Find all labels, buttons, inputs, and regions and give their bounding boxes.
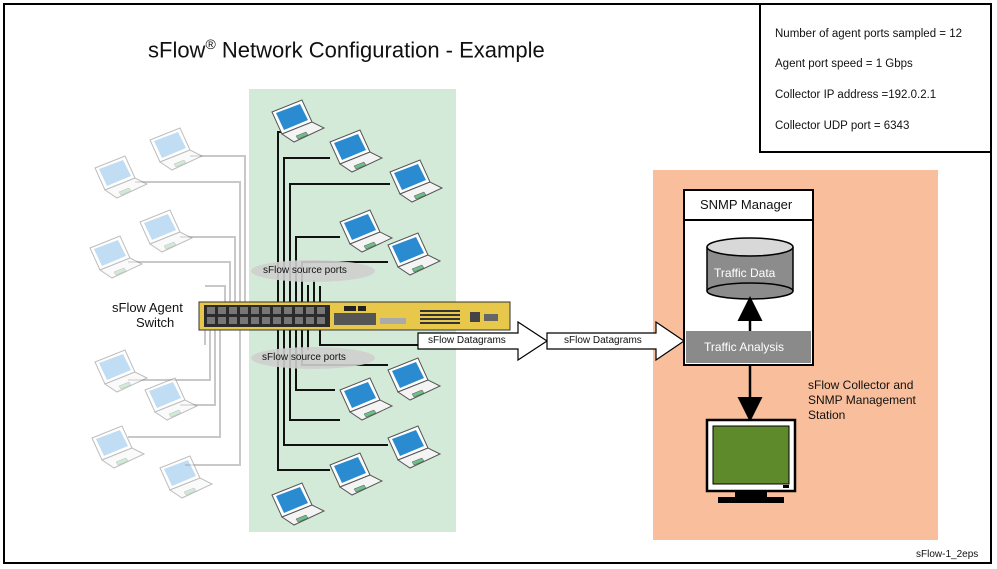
collector-label-3: Station — [808, 408, 846, 422]
monitor-icon — [705, 418, 797, 503]
agent-switch — [198, 301, 511, 331]
traffic-data-cylinder — [706, 237, 794, 300]
datagram-arrow-1 — [417, 320, 549, 362]
datagrams-label-1: sFlow Datagrams — [428, 335, 506, 346]
left-cables — [128, 155, 246, 466]
datagram-arrow-2 — [546, 320, 686, 362]
agent-switch-label-1: sFlow Agent — [112, 300, 183, 315]
source-ports-ellipse-top — [251, 260, 375, 282]
info-agent-ports: Number of agent ports sampled = 12 — [775, 28, 962, 40]
source-ports-ellipse-bottom — [251, 347, 375, 369]
config-info-box: Number of agent ports sampled = 12 Agent… — [759, 3, 992, 153]
datagrams-label-2: sFlow Datagrams — [564, 335, 642, 346]
info-port-speed: Agent port speed = 1 Gbps — [775, 58, 913, 70]
figure-id-label: sFlow-1_2eps — [916, 549, 979, 560]
snmp-manager-label: SNMP Manager — [700, 197, 793, 212]
source-ports-label-top: sFlow source ports — [263, 265, 347, 276]
info-collector-ip: Collector IP address =192.0.2.1 — [775, 89, 937, 101]
traffic-data-label: Traffic Data — [714, 266, 776, 280]
agent-switch-label-2: Switch — [136, 315, 175, 330]
traffic-analysis-box — [686, 331, 811, 363]
info-collector-port: Collector UDP port = 6343 — [775, 120, 910, 132]
source-ports-label-bottom: sFlow source ports — [262, 352, 346, 363]
traffic-analysis-label: Traffic Analysis — [704, 340, 785, 354]
collector-label-1: sFlow Collector and — [808, 378, 914, 392]
diagram-title: sFlow® Network Configuration - Example — [148, 36, 545, 63]
collector-label-2: SNMP Management — [808, 393, 916, 407]
